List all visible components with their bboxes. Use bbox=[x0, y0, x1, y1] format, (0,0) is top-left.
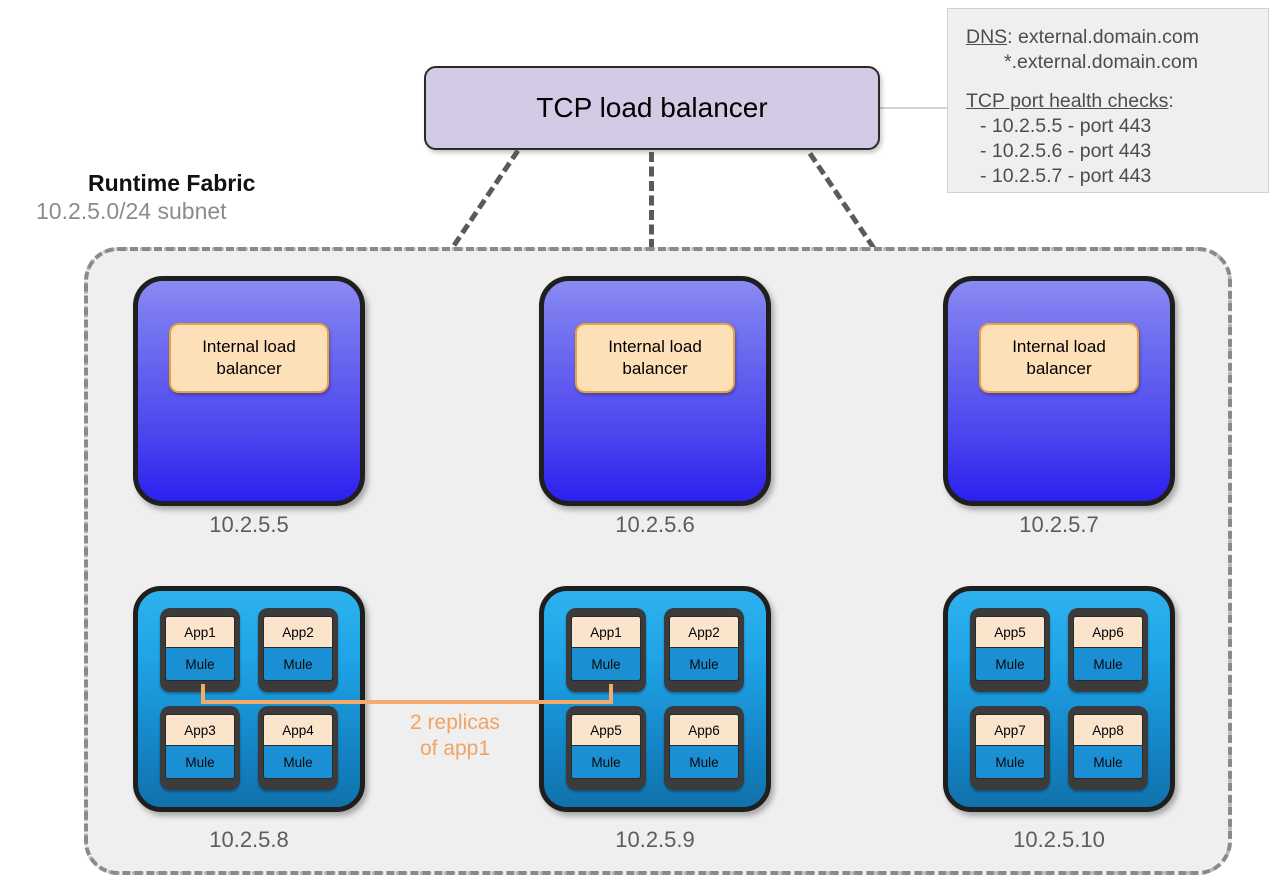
health-check-colon: : bbox=[1168, 90, 1174, 112]
dns-separator: : bbox=[1007, 26, 1019, 48]
internal-load-balancer-label: Internal load balancer bbox=[1012, 337, 1106, 378]
app-pod[interactable]: App1 Mule bbox=[160, 608, 240, 692]
ilb-node[interactable]: Internal load balancer bbox=[539, 276, 771, 506]
app-node[interactable]: App5 Mule App6 Mule App7 Mule App8 Mule bbox=[943, 586, 1175, 812]
internal-load-balancer[interactable]: Internal load balancer bbox=[979, 323, 1139, 393]
app-pod[interactable]: App2 Mule bbox=[258, 608, 338, 692]
replica-annotation-line2: of app1 bbox=[419, 737, 491, 760]
internal-load-balancer-label: Internal load balancer bbox=[608, 337, 702, 378]
replica-annotation: 2 replicas of app1 bbox=[382, 710, 528, 762]
tcp-load-balancer-label: TCP load balancer bbox=[536, 92, 768, 123]
runtime-label: Mule bbox=[669, 648, 739, 681]
runtime-label: Mule bbox=[571, 648, 641, 681]
app-name-label: App2 bbox=[669, 616, 739, 648]
ilb-node[interactable]: Internal load balancer bbox=[943, 276, 1175, 506]
note-leader-line bbox=[880, 107, 948, 109]
app-pod[interactable]: App6 Mule bbox=[1068, 608, 1148, 692]
app-name-label: App6 bbox=[1073, 616, 1143, 648]
app-pod[interactable]: App4 Mule bbox=[258, 706, 338, 790]
dns-wildcard: *.external.domain.com bbox=[1004, 51, 1199, 73]
note-spacer bbox=[966, 75, 1256, 89]
health-check-item: - 10.2.5.5 - port 443 bbox=[980, 115, 1152, 137]
runtime-label: Mule bbox=[165, 648, 235, 681]
ilb-node[interactable]: Internal load balancer bbox=[133, 276, 365, 506]
app-name-label: App7 bbox=[975, 714, 1045, 746]
node-ip-label: 10.2.5.10 bbox=[1013, 827, 1105, 852]
node-ip-label: 10.2.5.7 bbox=[1019, 512, 1099, 537]
app-pod[interactable]: App1 Mule bbox=[566, 608, 646, 692]
runtime-label: Mule bbox=[975, 648, 1045, 681]
dns-label: DNS bbox=[966, 26, 1008, 48]
node-ip-label: 10.2.5.6 bbox=[615, 512, 695, 537]
app-node[interactable]: App1 Mule App2 Mule App3 Mule App4 Mule bbox=[133, 586, 365, 812]
app-pod[interactable]: App3 Mule bbox=[160, 706, 240, 790]
app-pod[interactable]: App7 Mule bbox=[970, 706, 1050, 790]
dns-value: external.domain.com bbox=[1018, 26, 1200, 48]
health-check-label: TCP port health checks bbox=[966, 90, 1169, 112]
node-ip-label: 10.2.5.5 bbox=[209, 512, 289, 537]
replica-connector-left-stub bbox=[201, 684, 205, 704]
health-check-item: - 10.2.5.6 - port 443 bbox=[980, 140, 1152, 162]
app-pod[interactable]: App8 Mule bbox=[1068, 706, 1148, 790]
health-check-item: - 10.2.5.7 - port 443 bbox=[980, 165, 1152, 187]
runtime-label: Mule bbox=[1073, 746, 1143, 779]
runtime-label: Mule bbox=[165, 746, 235, 779]
replica-annotation-line1: 2 replicas bbox=[410, 711, 500, 734]
fabric-title: Runtime Fabric bbox=[88, 170, 256, 196]
app-pod[interactable]: App2 Mule bbox=[664, 608, 744, 692]
app-name-label: App2 bbox=[263, 616, 333, 648]
runtime-label: Mule bbox=[975, 746, 1045, 779]
tcp-load-balancer[interactable]: TCP load balancer bbox=[424, 66, 880, 150]
app-name-label: App6 bbox=[669, 714, 739, 746]
replica-connector-horizontal bbox=[201, 700, 613, 704]
app-name-label: App4 bbox=[263, 714, 333, 746]
runtime-label: Mule bbox=[571, 746, 641, 779]
app-name-label: App8 bbox=[1073, 714, 1143, 746]
internal-load-balancer[interactable]: Internal load balancer bbox=[169, 323, 329, 393]
internal-load-balancer[interactable]: Internal load balancer bbox=[575, 323, 735, 393]
app-name-label: App5 bbox=[571, 714, 641, 746]
runtime-label: Mule bbox=[1073, 648, 1143, 681]
app-node[interactable]: App1 Mule App2 Mule App5 Mule App6 Mule bbox=[539, 586, 771, 812]
fabric-subnet-label: 10.2.5.0/24 subnet bbox=[36, 198, 227, 224]
app-name-label: App1 bbox=[571, 616, 641, 648]
dns-line: DNS: external.domain.com bbox=[966, 25, 1256, 50]
app-name-label: App5 bbox=[975, 616, 1045, 648]
annotation-note: DNS: external.domain.com *.external.doma… bbox=[947, 8, 1269, 193]
app-pod[interactable]: App5 Mule bbox=[970, 608, 1050, 692]
internal-load-balancer-label: Internal load balancer bbox=[202, 337, 296, 378]
node-ip-label: 10.2.5.8 bbox=[209, 827, 289, 852]
runtime-label: Mule bbox=[263, 746, 333, 779]
replica-connector-right-stub bbox=[609, 684, 613, 704]
node-ip-label: 10.2.5.9 bbox=[615, 827, 695, 852]
app-pod[interactable]: App5 Mule bbox=[566, 706, 646, 790]
app-pod[interactable]: App6 Mule bbox=[664, 706, 744, 790]
runtime-label: Mule bbox=[669, 746, 739, 779]
app-name-label: App3 bbox=[165, 714, 235, 746]
app-name-label: App1 bbox=[165, 616, 235, 648]
runtime-label: Mule bbox=[263, 648, 333, 681]
health-check-heading: TCP port health checks: bbox=[966, 89, 1256, 114]
